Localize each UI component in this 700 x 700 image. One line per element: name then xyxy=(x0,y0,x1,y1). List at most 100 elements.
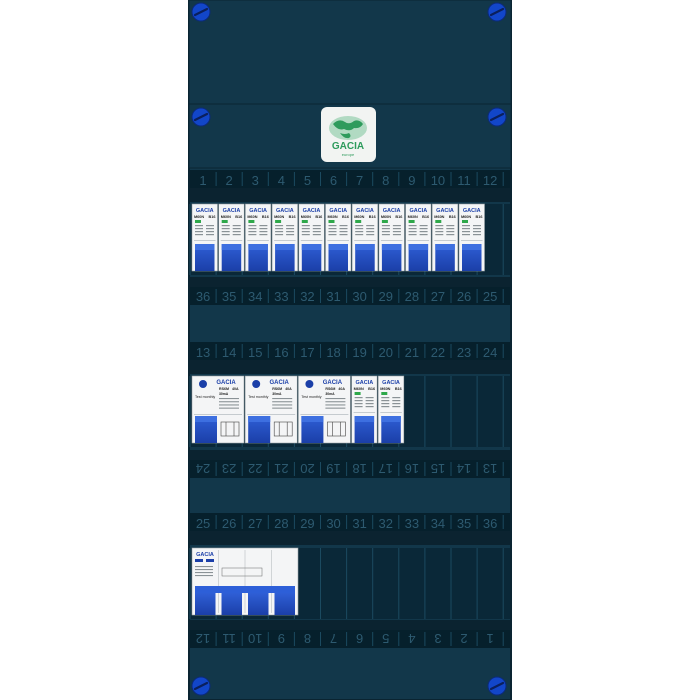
slot-number-bottom: 12 xyxy=(196,631,210,646)
mcb-brand: GACIA xyxy=(276,208,294,214)
main-lever-bar xyxy=(195,586,295,593)
logo-badge: GACIA europe xyxy=(321,107,376,162)
slot-number-top: 31 xyxy=(352,516,366,531)
slot-number-bottom: 23 xyxy=(222,461,236,476)
divider-line xyxy=(407,240,430,241)
top-cover xyxy=(188,0,512,169)
screw-icon xyxy=(487,107,507,127)
spec-line xyxy=(328,225,337,227)
mcb-brand: GACIA xyxy=(329,208,347,214)
divider-line xyxy=(327,240,349,241)
mcb-rating: B16 xyxy=(368,387,375,391)
spec-line xyxy=(408,231,417,233)
status-indicator xyxy=(221,220,228,223)
spec-line xyxy=(248,231,257,233)
spec-line xyxy=(339,234,348,236)
spec-line xyxy=(206,234,214,236)
slot-number-top: 26 xyxy=(222,516,236,531)
spec-line xyxy=(435,231,444,233)
top-label-strip xyxy=(190,342,510,360)
mcb-brand: GACIA xyxy=(355,380,373,386)
slot-number-bottom: 2 xyxy=(460,631,467,646)
slot-number-top: 15 xyxy=(248,345,262,360)
spec-line xyxy=(381,231,390,233)
status-indicator xyxy=(328,220,335,223)
spec-line xyxy=(419,231,428,233)
mcb-rating: B16 xyxy=(476,215,483,219)
mcb-model: M60N xyxy=(408,215,418,219)
status-indicator xyxy=(354,392,361,395)
mcb-rating: B16 xyxy=(369,215,376,219)
toggle-lever xyxy=(381,416,401,443)
spec-line xyxy=(328,231,337,233)
spec-line xyxy=(354,397,363,399)
spec-line xyxy=(301,225,310,227)
rcd-model: RS6M xyxy=(219,387,229,391)
slot-number-bottom: 15 xyxy=(431,461,445,476)
divider-line xyxy=(247,414,296,415)
toggle-lever-top xyxy=(328,244,348,250)
spec-line xyxy=(392,228,401,230)
spec-line xyxy=(221,228,230,230)
spec-line xyxy=(312,231,321,233)
spec-line xyxy=(366,231,375,233)
slot-number-bottom: 32 xyxy=(300,289,314,304)
toggle-lever xyxy=(355,244,375,271)
spec-line xyxy=(462,231,470,233)
rcd-test-label: Test monthly xyxy=(248,395,268,399)
logo-subtitle: europe xyxy=(342,152,355,157)
status-indicator xyxy=(355,220,362,223)
toggle-lever xyxy=(248,416,271,443)
spec-line xyxy=(248,225,257,227)
spec-line xyxy=(195,228,203,230)
spec-line xyxy=(408,225,417,227)
slot-number-bottom: 22 xyxy=(248,461,262,476)
slot-number-bottom: 5 xyxy=(382,631,389,646)
spec-line xyxy=(446,231,455,233)
spec-line xyxy=(392,403,401,405)
main-lever-handle xyxy=(195,593,216,615)
mcb-model: M60N xyxy=(354,387,364,391)
rcd-rating: 40A xyxy=(285,387,292,391)
spec-line xyxy=(419,234,428,236)
screw-slot xyxy=(489,112,505,122)
slot-number-bottom: 31 xyxy=(326,289,340,304)
spec-line xyxy=(325,407,346,409)
spec-line xyxy=(195,231,203,233)
slot-number-bottom: 4 xyxy=(408,631,415,646)
spec-line xyxy=(473,228,481,230)
slot-number-top: 28 xyxy=(274,516,288,531)
spec-line xyxy=(408,234,417,236)
spec-line xyxy=(339,231,348,233)
toggle-lever-top xyxy=(301,244,322,250)
toggle-lever xyxy=(381,244,402,271)
spec-line xyxy=(354,400,363,402)
slot-number-bottom: 6 xyxy=(356,631,363,646)
spec-line xyxy=(392,225,401,227)
screw-icon xyxy=(487,676,507,696)
spec-line xyxy=(366,225,375,227)
slot-number-bottom: 36 xyxy=(196,289,210,304)
rcd-sensitivity: 30mA xyxy=(219,392,229,396)
status-indicator xyxy=(381,392,388,395)
rcd-brand: GACIA xyxy=(216,380,236,386)
screw-slot xyxy=(489,681,505,691)
mcb-brand: GACIA xyxy=(356,208,374,214)
spec-line xyxy=(325,404,346,406)
slot-number-top: 36 xyxy=(483,516,497,531)
spec-line xyxy=(301,234,310,236)
spec-line xyxy=(354,406,363,408)
spec-line xyxy=(446,228,455,230)
toggle-lever xyxy=(408,244,429,271)
slot-number-top: 14 xyxy=(222,345,236,360)
toggle-lever xyxy=(195,416,217,443)
top-rail xyxy=(190,188,510,202)
mcb-brand: GACIA xyxy=(249,208,267,214)
main-lever-handle xyxy=(248,593,269,615)
spec-line xyxy=(392,400,401,402)
spec-line xyxy=(462,234,470,236)
